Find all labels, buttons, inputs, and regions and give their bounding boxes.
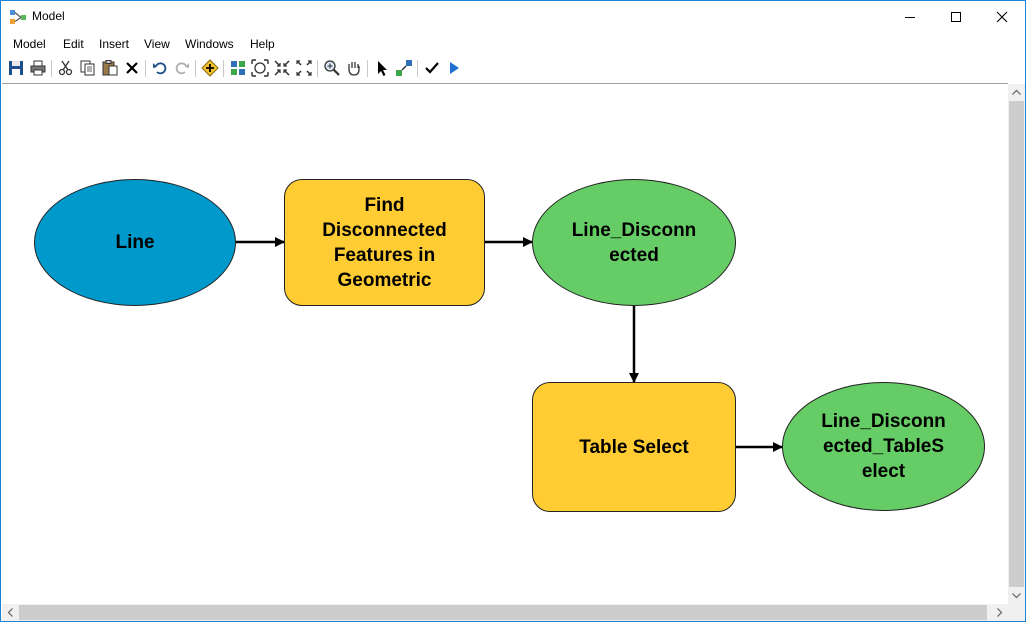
delete-icon <box>126 62 138 74</box>
connect-icon <box>396 60 412 76</box>
scroll-up-icon[interactable] <box>1008 84 1025 101</box>
menu-model[interactable]: Model <box>13 37 46 51</box>
minimize-icon <box>905 17 915 18</box>
delete-button[interactable] <box>123 59 141 77</box>
zoom-out-fixed-button[interactable] <box>295 59 313 77</box>
pan-icon <box>348 62 360 76</box>
connect-button[interactable] <box>395 59 413 77</box>
toolbar <box>1 57 1025 81</box>
menu-edit[interactable]: Edit <box>63 37 84 51</box>
copy-button[interactable] <box>79 59 97 77</box>
menu-bar: Model Edit Insert View Windows Help <box>1 34 1025 54</box>
zoom-out-fixed-icon <box>296 60 312 76</box>
full-extent-icon <box>251 59 269 77</box>
undo-icon <box>153 62 167 75</box>
tool-node-table-select[interactable]: Table Select <box>532 382 736 512</box>
horizontal-scrollbar[interactable] <box>2 604 1008 621</box>
auto-layout-icon <box>231 61 245 75</box>
output-data-node-line-disconnected[interactable]: Line_Disconn ected <box>532 179 736 306</box>
print-icon <box>30 60 46 76</box>
scroll-right-icon[interactable] <box>991 604 1008 621</box>
menu-windows[interactable]: Windows <box>185 37 234 51</box>
close-icon <box>996 11 1008 23</box>
menu-insert[interactable]: Insert <box>99 37 130 51</box>
scrollbar-corner <box>1008 604 1025 621</box>
tool-node-find-disconnected[interactable]: Find Disconnected Features in Geometric <box>284 179 485 306</box>
vertical-scrollbar[interactable] <box>1008 84 1025 604</box>
model-canvas[interactable]: Line Find Disconnected Features in Geome… <box>2 83 1008 605</box>
save-icon <box>9 61 23 75</box>
minimize-button[interactable] <box>887 1 933 32</box>
window-title: Model <box>32 9 65 23</box>
zoom-in-fixed-button[interactable] <box>273 59 291 77</box>
run-icon <box>450 62 459 74</box>
undo-button[interactable] <box>151 59 169 77</box>
save-button[interactable] <box>7 59 25 77</box>
maximize-button[interactable] <box>933 1 979 32</box>
node-label: Line_Disconn ected_TableS elect <box>821 411 946 482</box>
full-extent-button[interactable] <box>251 59 269 77</box>
node-label: Table Select <box>579 436 689 458</box>
scroll-down-icon[interactable] <box>1008 587 1025 604</box>
vertical-scroll-thumb[interactable] <box>1009 101 1024 587</box>
select-button[interactable] <box>373 59 391 77</box>
redo-button[interactable] <box>173 59 191 77</box>
cut-icon <box>58 60 73 76</box>
node-label: Find Disconnected Features in Geometric <box>322 194 447 291</box>
maximize-icon <box>951 12 961 22</box>
validate-button[interactable] <box>423 59 441 77</box>
node-label: Line_Disconn ected <box>571 219 697 266</box>
input-data-node-line[interactable]: Line <box>34 179 236 306</box>
cut-button[interactable] <box>57 59 75 77</box>
zoom-icon <box>324 60 340 76</box>
close-button[interactable] <box>979 1 1025 32</box>
menu-help[interactable]: Help <box>250 37 275 51</box>
print-button[interactable] <box>29 59 47 77</box>
connector-layer <box>236 237 783 452</box>
select-icon <box>378 61 387 76</box>
output-data-node-table-select[interactable]: Line_Disconn ected_TableS elect <box>782 382 985 511</box>
horizontal-scroll-thumb[interactable] <box>19 605 987 620</box>
pan-button[interactable] <box>345 59 363 77</box>
model-builder-icon <box>10 10 26 24</box>
node-label: Line <box>115 232 155 253</box>
add-data-button[interactable] <box>201 59 219 77</box>
copy-icon <box>80 60 95 76</box>
validate-icon <box>425 62 439 74</box>
zoom-button[interactable] <box>323 59 341 77</box>
title-bar: Model <box>1 1 1025 32</box>
auto-layout-button[interactable] <box>229 59 247 77</box>
redo-icon <box>175 62 189 75</box>
add-data-icon <box>201 59 219 77</box>
paste-button[interactable] <box>101 59 119 77</box>
menu-view[interactable]: View <box>144 37 170 51</box>
scroll-left-icon[interactable] <box>2 604 19 621</box>
zoom-in-fixed-icon <box>274 60 290 76</box>
run-button[interactable] <box>445 59 463 77</box>
paste-icon <box>102 60 118 76</box>
